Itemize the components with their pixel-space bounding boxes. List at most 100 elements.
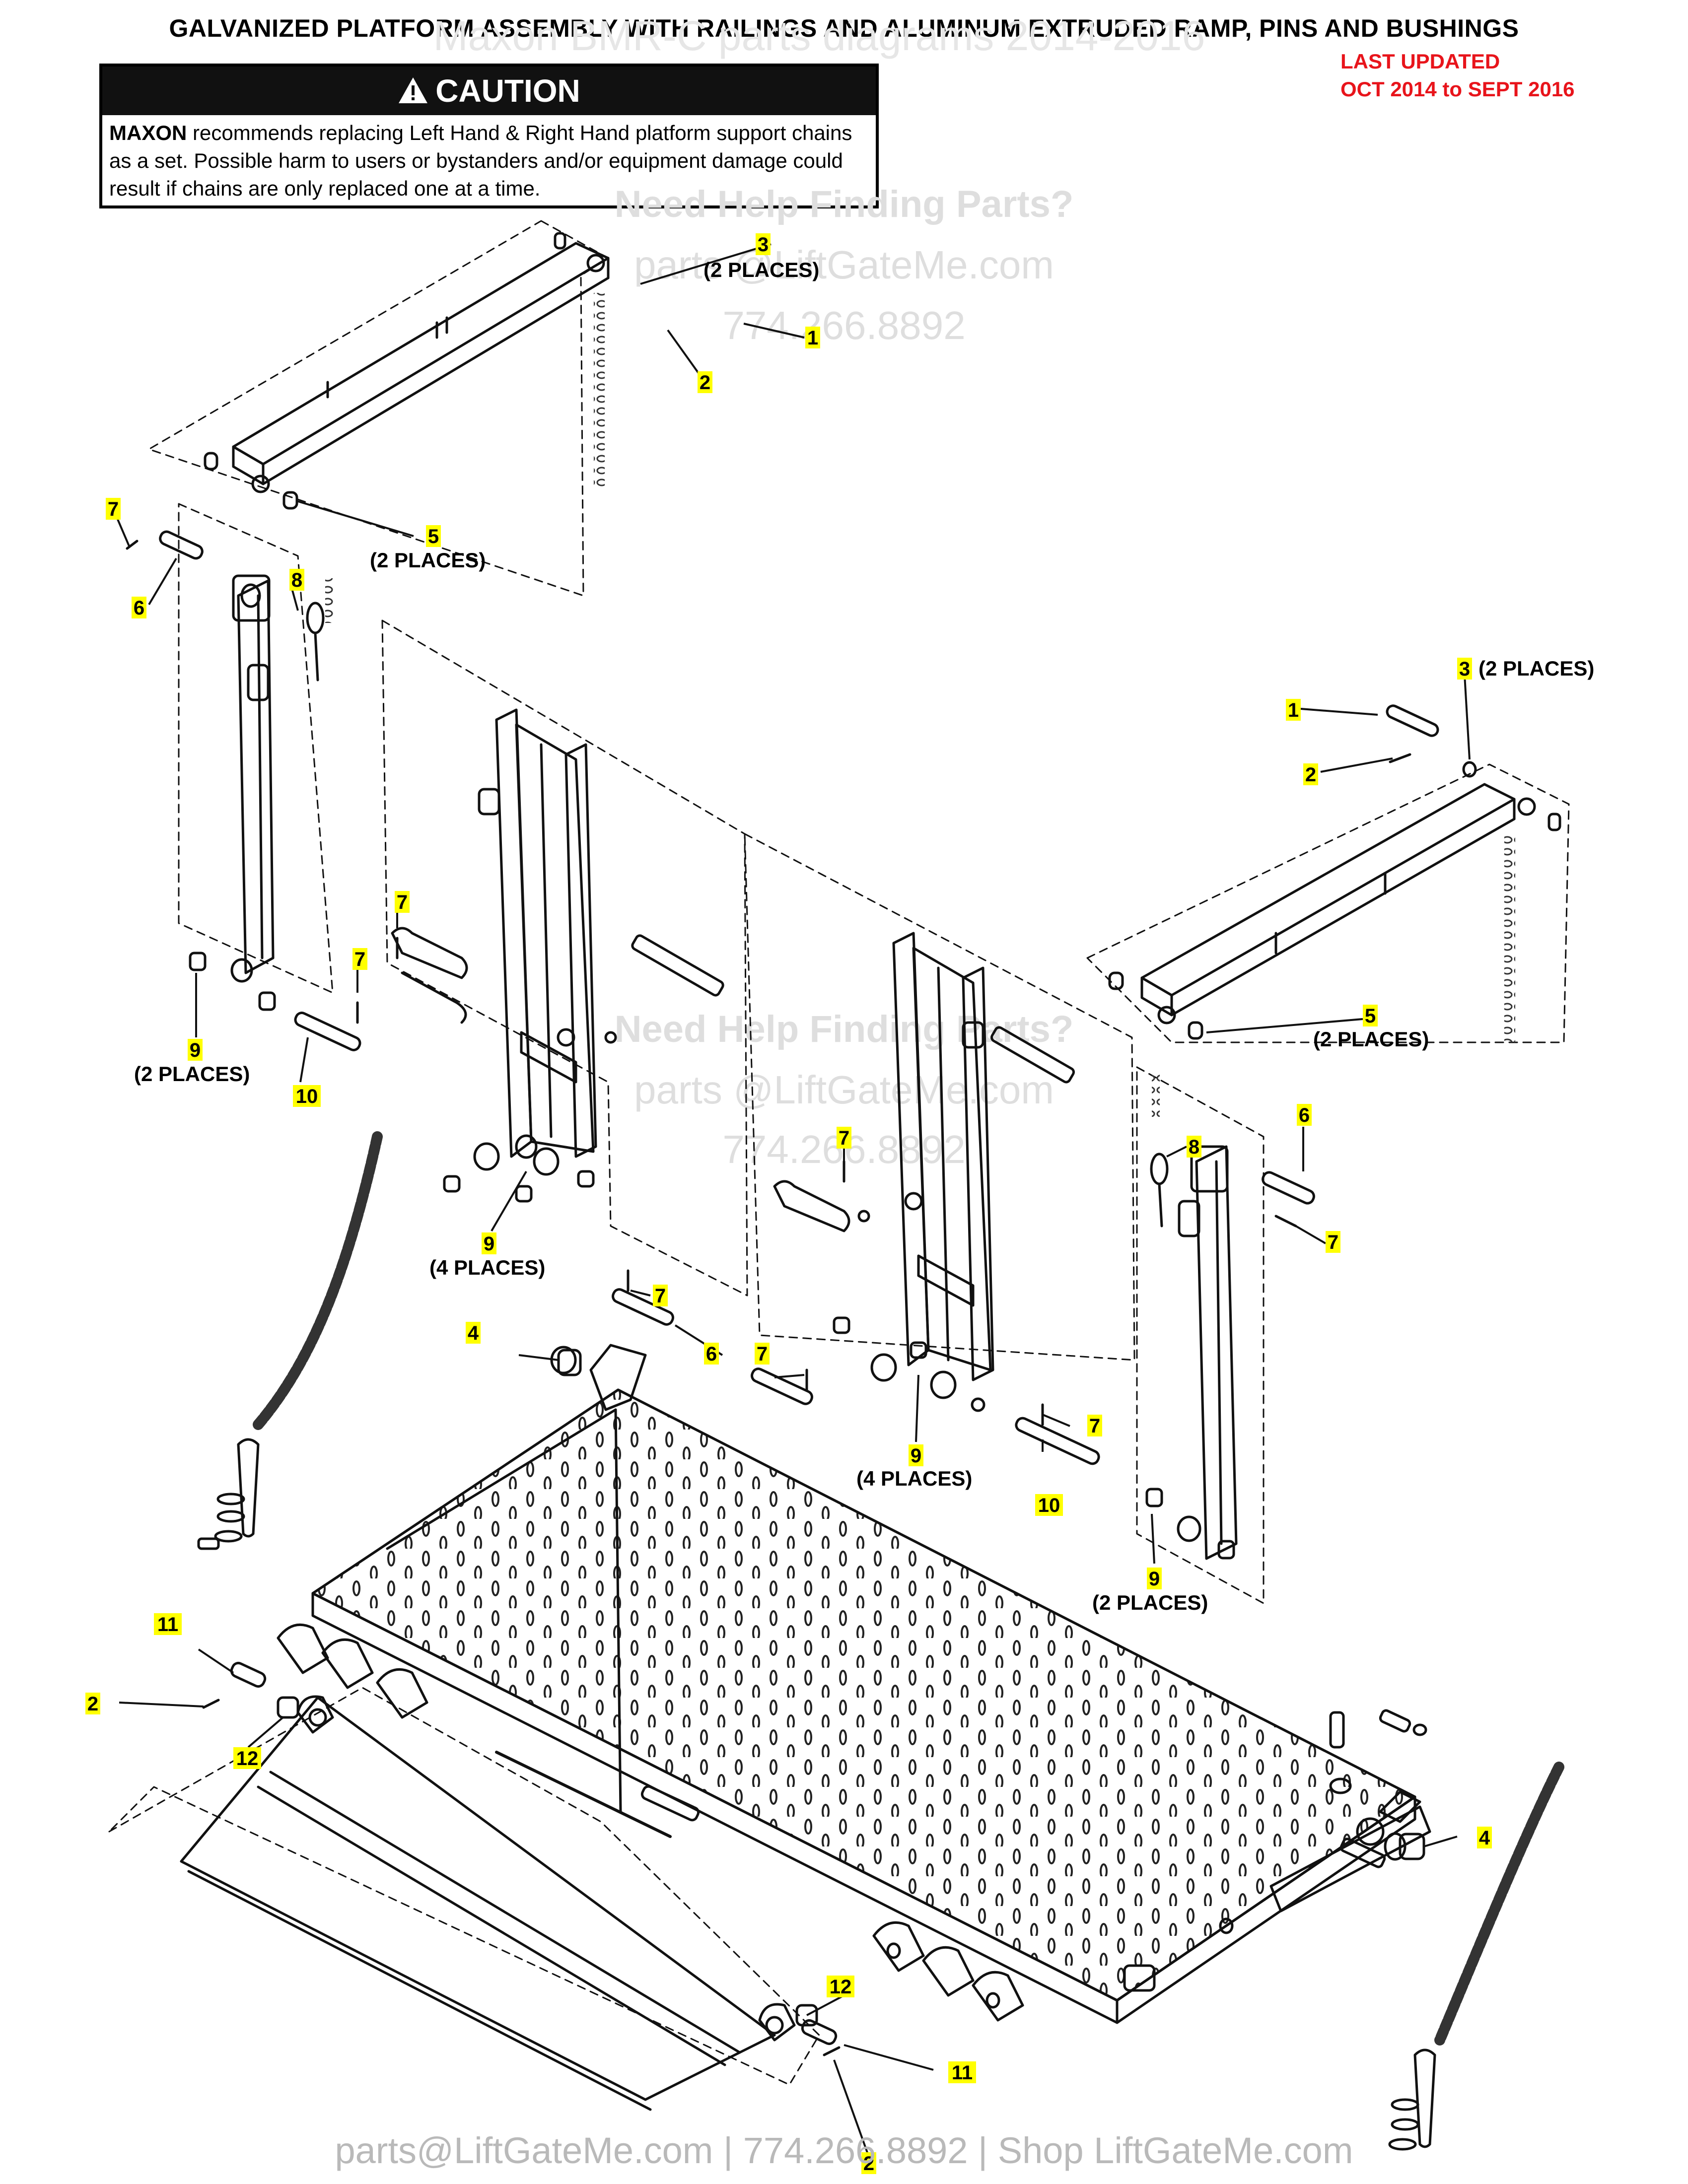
- callout-2-left-ramp: 2: [85, 1693, 100, 1715]
- watermark-help: Need Help Finding Parts?: [614, 183, 1074, 225]
- svg-text:11: 11: [952, 2062, 973, 2084]
- right-support-chain: [1388, 1762, 1564, 2151]
- callout-4-right: 4: [1477, 1827, 1492, 1849]
- places-note-3-right: (2 PLACES): [1478, 657, 1595, 680]
- svg-text:7: 7: [1089, 1415, 1100, 1437]
- callout-2-right: 2: [1303, 763, 1318, 786]
- places-note-3-top-left: (2 PLACES): [703, 258, 820, 281]
- footer-contact: parts@LiftGateMe.com | 774.266.8892 | Sh…: [335, 2130, 1353, 2171]
- caution-header: CAUTION: [102, 67, 876, 115]
- places-note-9-center-right: (4 PLACES): [856, 1467, 973, 1490]
- left-upright-post: [178, 503, 334, 1011]
- callout-12-right: 12: [827, 1976, 854, 1998]
- svg-text:7: 7: [655, 1285, 666, 1307]
- callout-6-right: 6: [1297, 1104, 1312, 1126]
- svg-text:7: 7: [108, 498, 119, 520]
- svg-text:6: 6: [134, 597, 144, 619]
- caution-text: MAXON recommends replacing Left Hand & R…: [109, 119, 869, 203]
- svg-text:5: 5: [1365, 1005, 1376, 1027]
- page-title: GALVANIZED PLATFORM ASSEMBLY WITH RAILIN…: [169, 14, 1519, 42]
- callout-6-left: 6: [132, 597, 146, 619]
- callout-3-top-left: 3: [756, 233, 771, 256]
- svg-text:2: 2: [863, 2153, 874, 2175]
- svg-text:9: 9: [911, 1445, 921, 1467]
- left-support-chain: [197, 1131, 383, 1550]
- left-pin-parts: [126, 530, 361, 1051]
- caution-message: recommends replacing Left Hand & Right H…: [109, 121, 852, 200]
- svg-text:3: 3: [1459, 658, 1470, 680]
- callout-11-right: 11: [948, 2061, 976, 2084]
- svg-text:10: 10: [1038, 1495, 1060, 1516]
- callout-9-right: 9: [1147, 1568, 1162, 1590]
- svg-text:10: 10: [296, 1086, 318, 1107]
- places-note-5-right: (2 PLACES): [1313, 1027, 1429, 1051]
- svg-text:1: 1: [807, 327, 818, 349]
- callout-7-center-right: 7: [837, 1127, 851, 1149]
- callout-1-top-left: 1: [805, 327, 820, 349]
- callout-9-center-right: 9: [909, 1444, 923, 1467]
- watermark-top-title: Maxon BMR-C parts diagrams 2014-2016: [433, 12, 1205, 59]
- callout-7-center-lower: 7: [755, 1343, 770, 1365]
- svg-text:3: 3: [758, 234, 769, 256]
- callout-4-top: 4: [466, 1322, 481, 1344]
- callout-12-left: 12: [233, 1747, 261, 1770]
- svg-text:8: 8: [1189, 1136, 1199, 1158]
- callout-1-right: 1: [1286, 699, 1301, 721]
- callout-9-center-left: 9: [482, 1232, 496, 1255]
- svg-text:7: 7: [354, 949, 365, 970]
- callout-2-right-ramp: 2: [861, 2152, 876, 2175]
- right-top-pin-parts: [1386, 704, 1477, 778]
- svg-text:6: 6: [1299, 1104, 1310, 1126]
- svg-text:9: 9: [484, 1233, 494, 1255]
- places-note-9-right: (2 PLACES): [1092, 1591, 1208, 1614]
- callout-10-right: 10: [1035, 1494, 1063, 1516]
- caution-brand: MAXON: [109, 121, 187, 144]
- svg-text:2: 2: [700, 372, 710, 394]
- right-upright-post: [1136, 1066, 1315, 1604]
- callout-7-center-top: 7: [395, 891, 410, 913]
- places-note-9-left: (2 PLACES): [134, 1062, 250, 1086]
- callout-7-lower-right: 7: [1087, 1415, 1102, 1437]
- svg-text:7: 7: [1328, 1231, 1338, 1253]
- right-top-rail: [1086, 763, 1570, 1043]
- platform-bushing-left: [557, 1349, 582, 1376]
- svg-text:5: 5: [428, 526, 439, 547]
- left-top-rail: [148, 220, 610, 597]
- callout-9-left: 9: [188, 1039, 203, 1061]
- svg-text:7: 7: [839, 1127, 849, 1149]
- svg-text:2: 2: [1305, 764, 1316, 786]
- callout-7-center: 7: [653, 1285, 668, 1307]
- callout-7-right: 7: [1326, 1231, 1340, 1253]
- svg-text:12: 12: [830, 1976, 852, 1998]
- watermark-email-2: parts @LiftGateMe.com: [634, 1068, 1054, 1112]
- center-right-gate: [744, 833, 1135, 1412]
- callout-8-left: 8: [289, 569, 304, 591]
- platform-deck: [277, 1344, 1431, 2024]
- svg-text:9: 9: [190, 1039, 201, 1061]
- svg-text:4: 4: [468, 1322, 479, 1344]
- callout-6-center: 6: [704, 1343, 719, 1365]
- right-top-chain: [1504, 834, 1515, 1042]
- svg-text:8: 8: [291, 569, 302, 591]
- last-updated-label: LAST UPDATED: [1340, 50, 1500, 73]
- svg-text:7: 7: [757, 1343, 768, 1365]
- caution-box: CAUTION MAXON recommends replacing Left …: [99, 64, 879, 208]
- caution-heading: CAUTION: [435, 73, 580, 109]
- callout-7-left-lower: 7: [352, 948, 367, 970]
- left-lock-pin: [306, 578, 333, 682]
- places-note-5-top-left: (2 PLACES): [370, 548, 486, 572]
- ramp-pin-parts: [202, 1661, 841, 2056]
- left-top-chain: [594, 293, 605, 486]
- callout-2-top-left: 2: [698, 371, 712, 394]
- callout-5-right: 5: [1363, 1005, 1378, 1027]
- svg-text:11: 11: [157, 1614, 178, 1636]
- callout-5-top-left: 5: [426, 525, 441, 547]
- callout-11-left: 11: [154, 1613, 182, 1636]
- svg-text:7: 7: [397, 891, 408, 913]
- svg-text:9: 9: [1149, 1568, 1160, 1590]
- svg-text:6: 6: [706, 1343, 717, 1365]
- places-note-9-center-left: (4 PLACES): [429, 1256, 546, 1279]
- svg-text:2: 2: [87, 1693, 98, 1715]
- callout-7-left: 7: [106, 498, 121, 520]
